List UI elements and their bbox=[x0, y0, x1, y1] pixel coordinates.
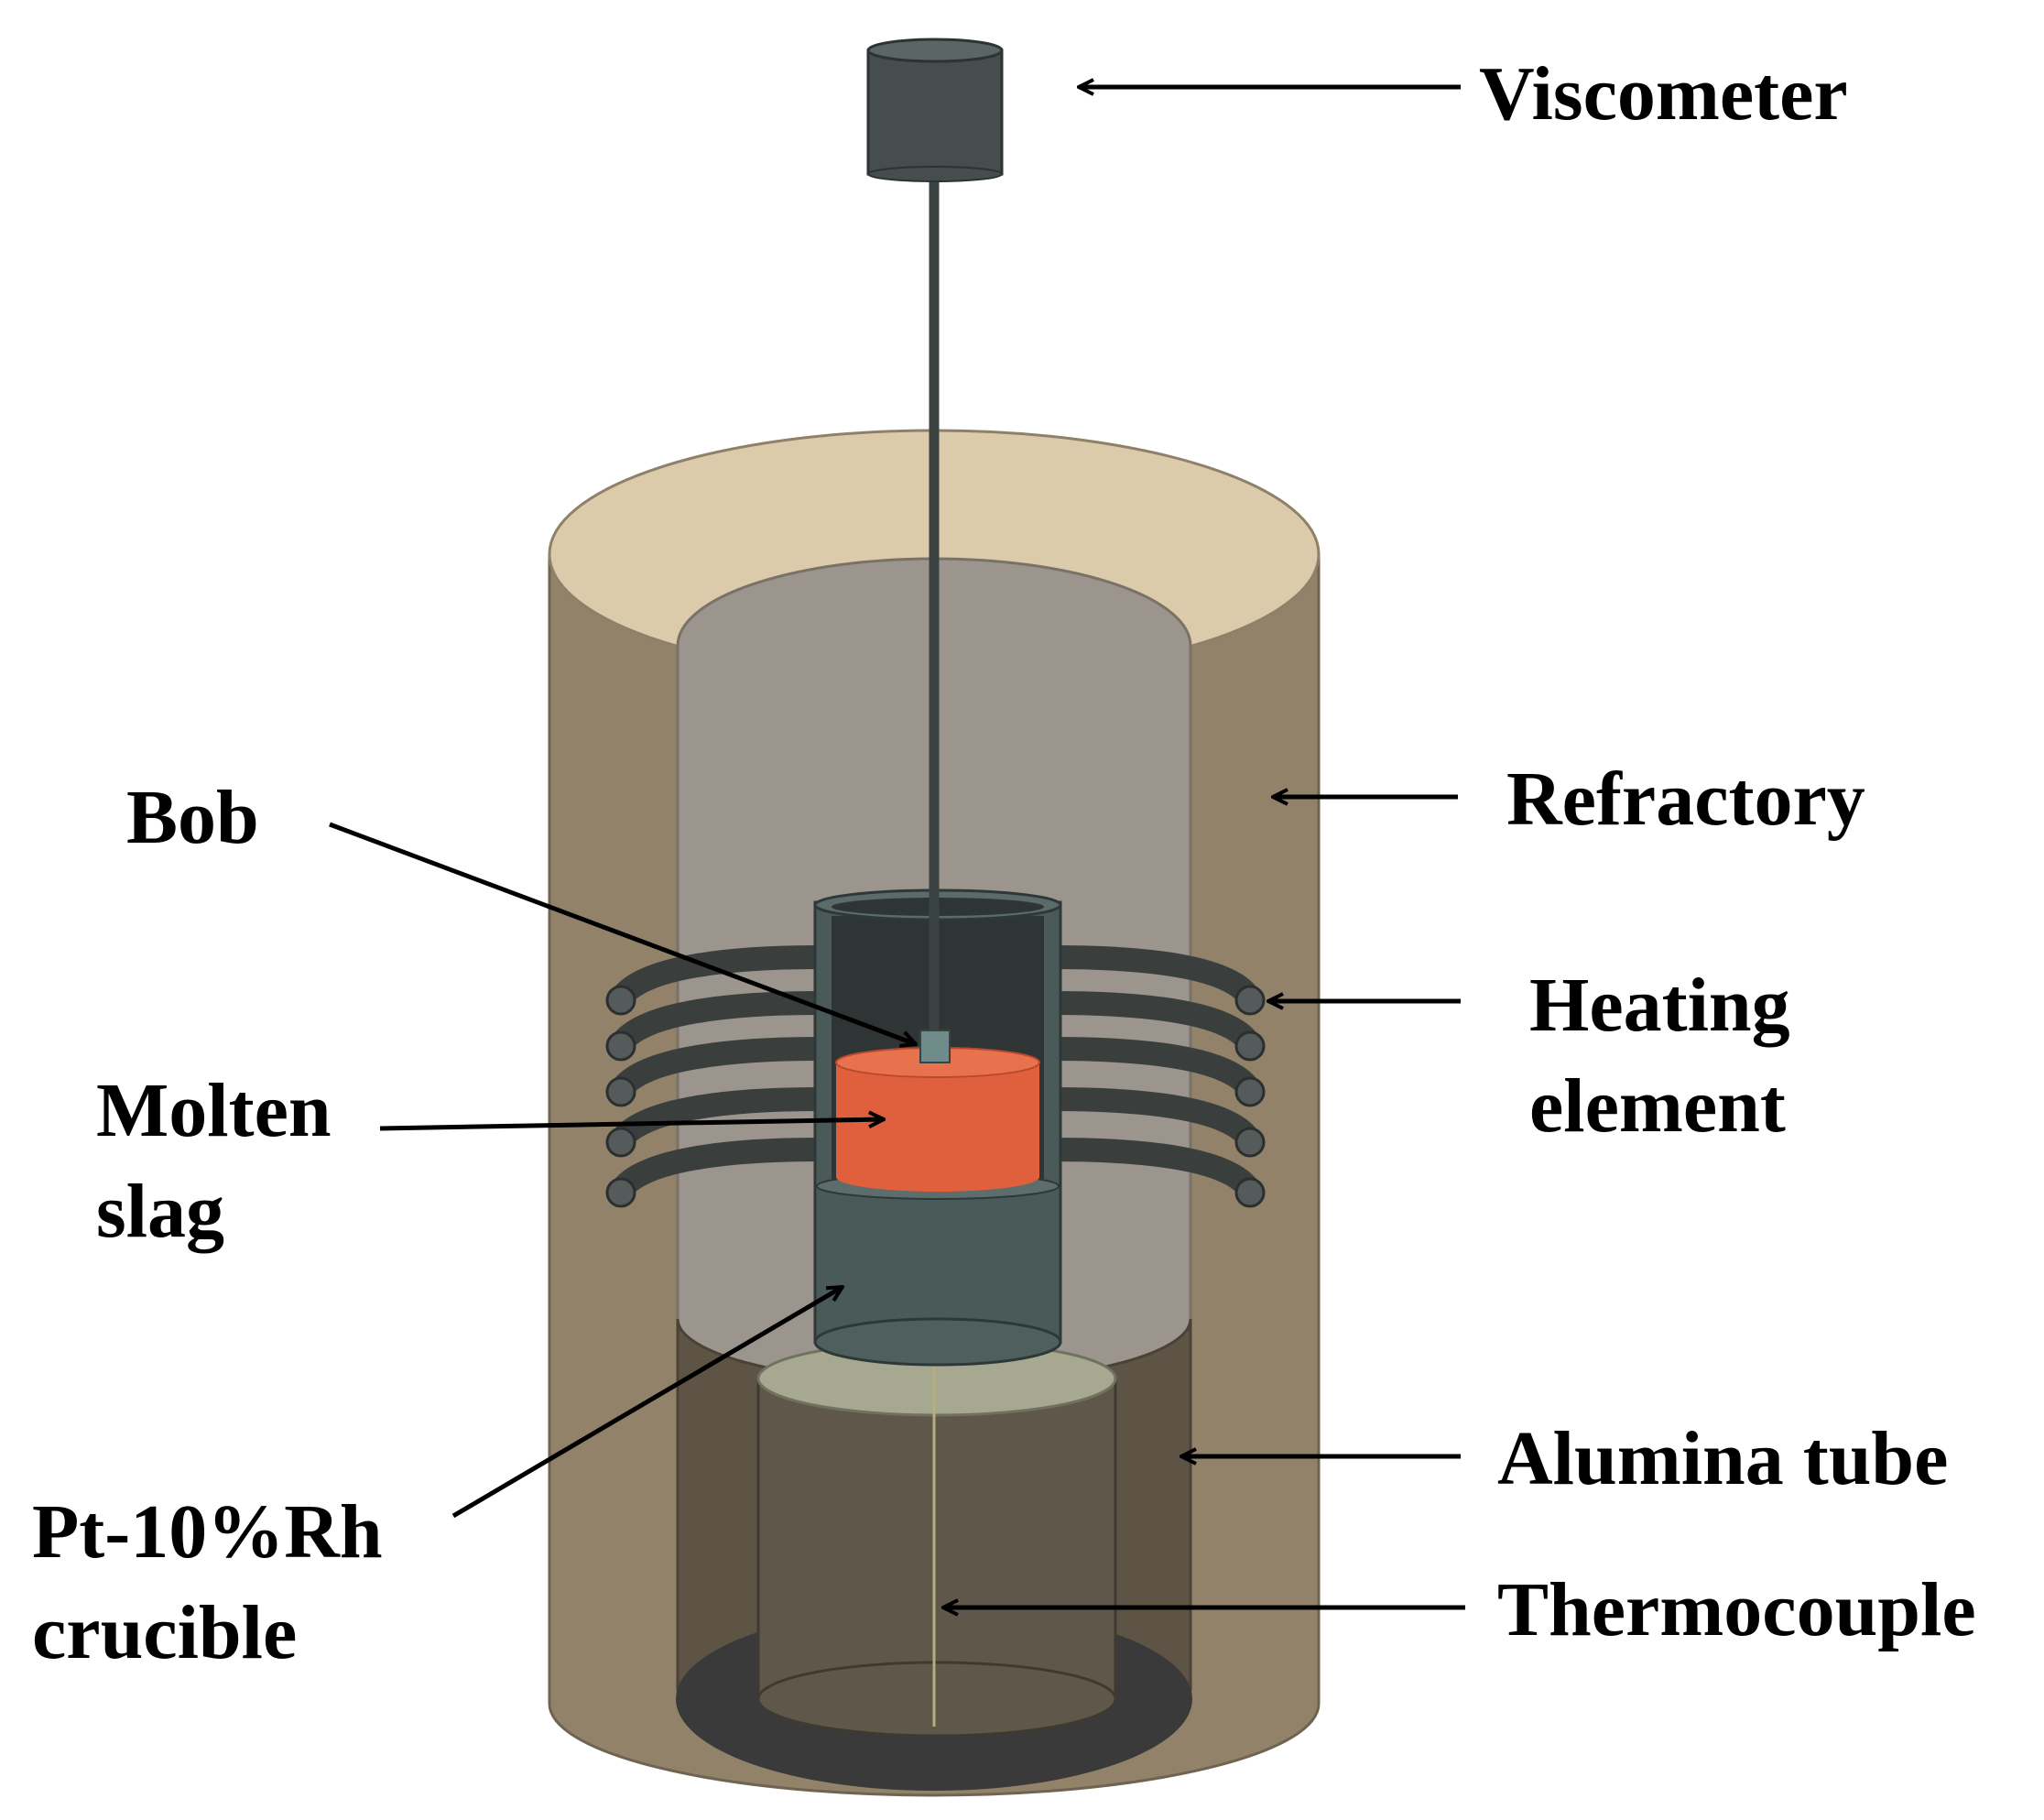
coil-right-5 bbox=[1041, 1138, 1262, 1203]
coil-right-3 bbox=[1041, 1037, 1262, 1102]
viscometer-body bbox=[866, 49, 1004, 176]
coil-left-5 bbox=[609, 1138, 832, 1203]
heating-element bbox=[609, 945, 1262, 1203]
alumina-tube-bottom bbox=[756, 1661, 1117, 1738]
viscometer-top bbox=[866, 38, 1004, 63]
arrow-molten-slag bbox=[379, 1119, 884, 1131]
labels: Viscometer Refractory Heating element Al… bbox=[32, 51, 1976, 1675]
arrow-bob bbox=[329, 822, 916, 1044]
coil-left-2 bbox=[609, 991, 832, 1056]
coil-left-4 bbox=[609, 1087, 832, 1152]
viscometer-bottom bbox=[867, 166, 1003, 182]
leader-arrows bbox=[329, 87, 1465, 1607]
slag-bottom bbox=[836, 1162, 1039, 1192]
label-thermocouple: Thermocouple bbox=[1497, 1567, 1976, 1652]
crucible-bottom bbox=[813, 1317, 1062, 1367]
alumina-tube bbox=[756, 1340, 1117, 1738]
label-molten-line2: slag bbox=[96, 1169, 224, 1254]
label-heating-line1: Heating bbox=[1529, 963, 1790, 1048]
alumina-tube-body bbox=[756, 1377, 1117, 1701]
label-crucible-line2: crucible bbox=[32, 1590, 297, 1675]
coil-right-1 bbox=[1041, 945, 1262, 1010]
bob bbox=[919, 1030, 951, 1063]
arrow-crucible bbox=[451, 1287, 843, 1519]
label-refractory: Refractory bbox=[1506, 757, 1865, 842]
coil-left-3 bbox=[609, 1037, 832, 1102]
label-heating-line2: element bbox=[1529, 1063, 1786, 1149]
coil-right-2 bbox=[1041, 991, 1262, 1056]
coil-left-1 bbox=[609, 945, 832, 1010]
label-crucible-line1: Pt-10%Rh bbox=[32, 1489, 383, 1575]
coil-ends bbox=[605, 985, 1266, 1208]
label-bob: Bob bbox=[126, 775, 259, 860]
label-alumina-tube: Alumina tube bbox=[1497, 1416, 1948, 1501]
label-viscometer: Viscometer bbox=[1479, 51, 1848, 136]
coil-right-4 bbox=[1041, 1087, 1262, 1152]
viscometer-assembly bbox=[866, 38, 1004, 1063]
label-molten-line1: Molten bbox=[96, 1068, 332, 1153]
